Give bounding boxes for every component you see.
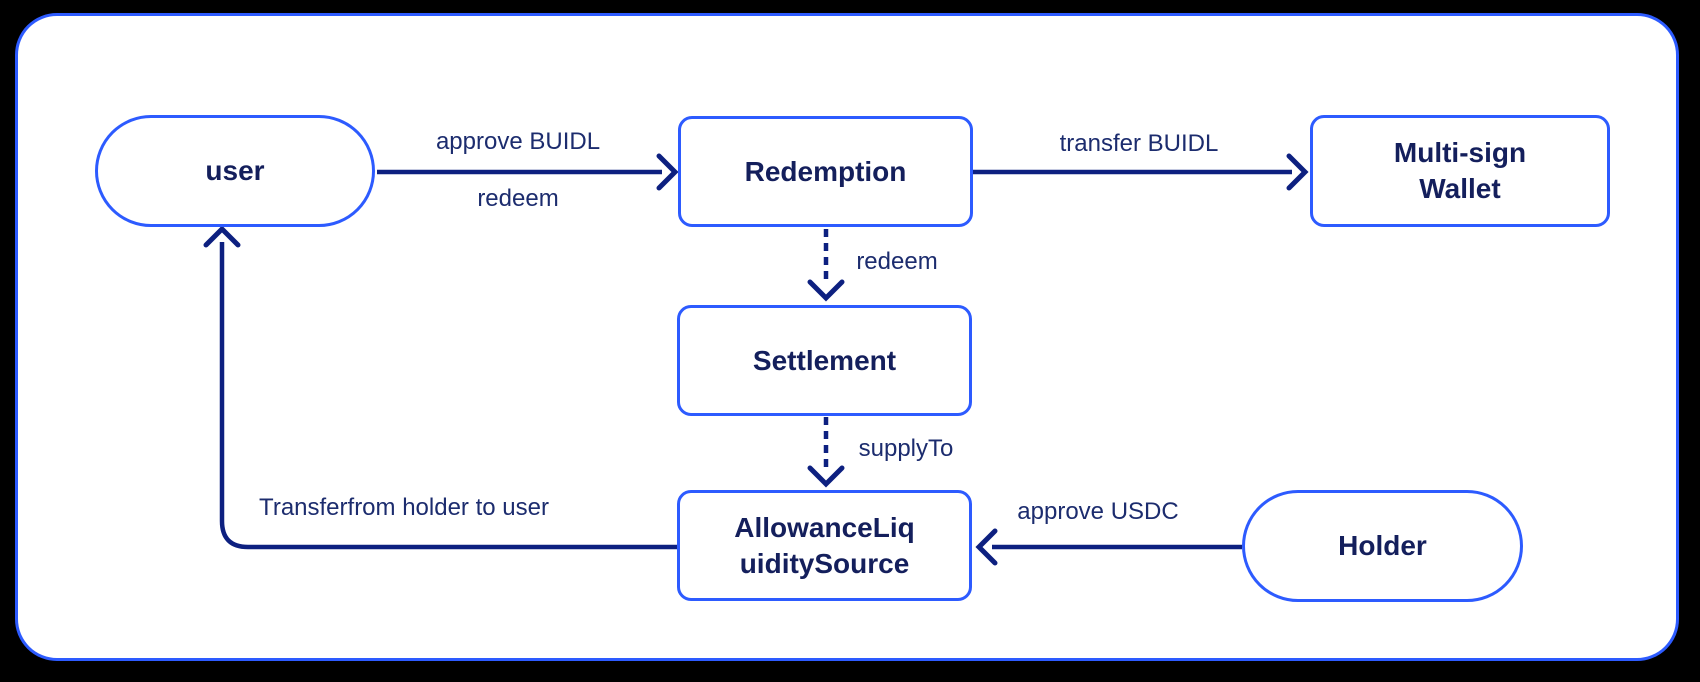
edge-label-supplyto: supplyTo bbox=[854, 435, 958, 463]
edge-label-transfer-buidl: transfer BUIDL bbox=[1055, 130, 1223, 158]
node-settlement-label: Settlement bbox=[752, 344, 897, 376]
node-holder: Holder bbox=[1242, 490, 1523, 602]
node-holder-label: Holder bbox=[1338, 530, 1427, 562]
edge-label-approve-buidl: approve BUIDL bbox=[431, 128, 605, 156]
node-multisign-wallet-label-line2: Wallet bbox=[1419, 173, 1501, 204]
edge-label-redeem-dashed: redeem bbox=[852, 248, 942, 276]
node-allowance-label-line2: uiditySource bbox=[739, 547, 910, 579]
node-user-label: user bbox=[205, 155, 265, 187]
node-allowance-liquidity-source: AllowanceLiq uiditySource bbox=[677, 490, 972, 601]
node-redemption-label: Redemption bbox=[744, 155, 907, 187]
node-multisign-wallet: Multi-sign Wallet bbox=[1310, 115, 1610, 227]
edge-label-approve-usdc: approve USDC bbox=[1013, 498, 1183, 526]
node-user: user bbox=[95, 115, 375, 227]
edge-label-transferfrom-holder-to-user: Transferfrom holder to user bbox=[255, 494, 553, 522]
node-multisign-wallet-label-line1: Multi-sign bbox=[1393, 137, 1527, 169]
node-redemption: Redemption bbox=[678, 116, 973, 227]
node-settlement: Settlement bbox=[677, 305, 972, 416]
edge-label-redeem-top: redeem bbox=[473, 185, 563, 213]
node-allowance-label-line1: AllowanceLiq bbox=[734, 511, 915, 543]
